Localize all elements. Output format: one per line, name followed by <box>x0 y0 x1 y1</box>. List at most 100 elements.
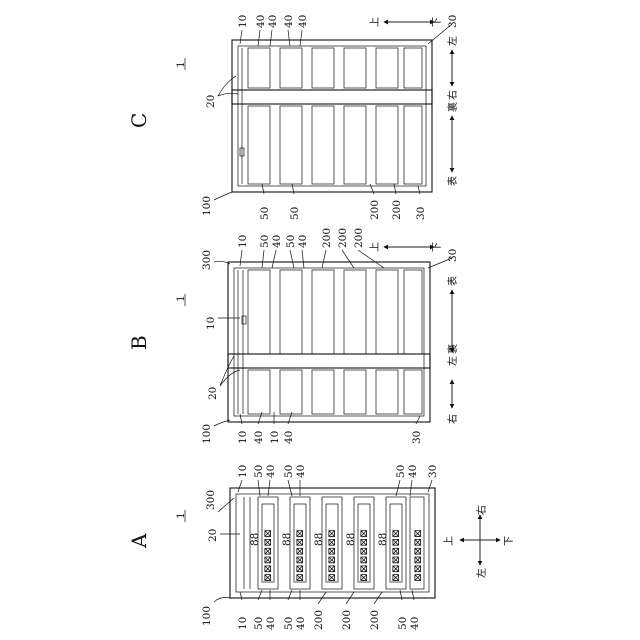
svg-text:⊠⊠⊠⊠⊠⊠: ⊠⊠⊠⊠⊠⊠ <box>294 529 306 582</box>
svg-text:30: 30 <box>415 207 427 220</box>
svg-text:⊠⊠⊠⊠⊠⊠: ⊠⊠⊠⊠⊠⊠ <box>326 529 338 582</box>
view-b-label-20: 20 <box>207 387 219 400</box>
view-b-dir-left: 左 <box>446 356 459 366</box>
view-a-label-300: 300 <box>205 490 217 510</box>
view-b-dir-up: 上 <box>369 242 381 252</box>
svg-text:40: 40 <box>255 15 267 28</box>
svg-text:200: 200 <box>337 228 349 248</box>
svg-text:40: 40 <box>297 15 309 28</box>
svg-text:50: 50 <box>253 617 265 630</box>
svg-text:40: 40 <box>265 617 277 630</box>
svg-text:⊠⊠⊠⊠⊠⊠: ⊠⊠⊠⊠⊠⊠ <box>412 529 424 582</box>
view-b-frame <box>228 262 430 422</box>
svg-text:200: 200 <box>369 200 381 220</box>
view-c-letter: C <box>127 113 151 128</box>
svg-text:40: 40 <box>253 431 265 444</box>
svg-text:⊠⊠⊠⊠⊠⊠: ⊠⊠⊠⊠⊠⊠ <box>390 529 402 582</box>
view-c-dir-back: 裏 <box>446 102 459 112</box>
svg-text:88: 88 <box>377 533 389 546</box>
svg-text:40: 40 <box>297 235 309 248</box>
svg-text:50: 50 <box>283 465 295 478</box>
svg-text:40: 40 <box>295 465 307 478</box>
svg-text:⊠⊠⊠⊠⊠⊠: ⊠⊠⊠⊠⊠⊠ <box>358 529 370 582</box>
view-a-dir-down: 下 <box>504 536 515 546</box>
svg-text:88: 88 <box>249 533 261 546</box>
view-c-top-labels: 10 40 40 40 40 30 <box>237 15 459 28</box>
svg-text:30: 30 <box>427 465 439 478</box>
svg-text:30: 30 <box>411 431 423 444</box>
view-a-letter: A <box>127 533 151 549</box>
svg-text:200: 200 <box>321 228 333 248</box>
view-b-top-leaders <box>214 250 452 268</box>
view-b-slots <box>238 270 422 414</box>
view-c-label-20: 20 <box>205 95 217 108</box>
svg-text:30: 30 <box>447 249 459 262</box>
svg-text:40: 40 <box>283 15 295 28</box>
view-b-label-10: 10 <box>205 317 217 330</box>
view-c-center-beam <box>232 90 432 104</box>
view-a-label-20: 20 <box>207 529 219 542</box>
svg-text:40: 40 <box>265 465 277 478</box>
view-c-bottom-labels: 100 50 50 200 200 30 <box>201 196 427 220</box>
svg-text:40: 40 <box>409 617 421 630</box>
svg-text:100: 100 <box>201 606 213 626</box>
svg-text:40: 40 <box>267 15 279 28</box>
view-b-direction-arrows: 上 下 表 左 裏 右 <box>369 242 459 424</box>
view-c-frame <box>232 40 432 192</box>
view-c-slots <box>240 48 422 184</box>
view-b-top-labels: 300 10 50 40 50 40 200 200 200 30 <box>201 228 459 270</box>
svg-text:⊠⊠⊠⊠⊠⊠: ⊠⊠⊠⊠⊠⊠ <box>262 529 274 582</box>
view-b-dir-front: 表 <box>446 276 459 286</box>
view-a-direction-cross: 上 下 左 右 <box>443 505 515 578</box>
view-b-dir-right: 右 <box>446 414 459 424</box>
view-a-bottom-labels: 100 10 50 40 50 40 200 200 200 50 40 <box>201 606 421 630</box>
view-c-dir-right: 右 <box>446 90 459 100</box>
svg-text:50: 50 <box>285 235 297 248</box>
svg-text:50: 50 <box>395 465 407 478</box>
view-a-dir-right: 右 <box>475 505 488 515</box>
svg-text:10: 10 <box>237 15 249 28</box>
svg-text:10: 10 <box>269 431 281 444</box>
svg-text:88: 88 <box>313 533 325 546</box>
view-c-dir-up: 上 <box>369 17 381 27</box>
svg-text:50: 50 <box>259 207 271 220</box>
svg-text:40: 40 <box>295 617 307 630</box>
view-b: B 1 300 10 50 40 50 <box>127 228 459 444</box>
svg-text:50: 50 <box>289 207 301 220</box>
svg-text:200: 200 <box>369 610 381 630</box>
svg-text:50: 50 <box>397 617 409 630</box>
svg-text:88: 88 <box>281 533 293 546</box>
view-c-dir-down: 下 <box>432 17 443 27</box>
svg-text:40: 40 <box>407 465 419 478</box>
view-c-direction-arrows: 上 下 左 右 裏 表 <box>369 17 459 186</box>
svg-text:200: 200 <box>353 228 365 248</box>
svg-text:10: 10 <box>237 617 249 630</box>
svg-text:40: 40 <box>283 431 295 444</box>
svg-text:300: 300 <box>201 250 213 270</box>
svg-text:100: 100 <box>201 196 213 216</box>
view-c-dir-left: 左 <box>446 36 459 46</box>
view-a-dir-left: 左 <box>475 568 488 578</box>
view-b-bottom-labels: 100 10 40 10 40 30 <box>201 424 423 444</box>
svg-text:200: 200 <box>313 610 325 630</box>
view-a-top-labels: 10 50 40 50 40 50 40 30 <box>237 465 439 478</box>
view-c: C 1 10 40 40 40 40 30 <box>127 15 459 220</box>
svg-text:10: 10 <box>237 235 249 248</box>
view-b-dir-down: 下 <box>432 242 443 252</box>
svg-text:50: 50 <box>259 235 271 248</box>
view-c-dir-front: 表 <box>446 176 459 186</box>
svg-text:88: 88 <box>345 533 357 546</box>
svg-text:200: 200 <box>391 200 403 220</box>
svg-text:50: 50 <box>283 617 295 630</box>
svg-text:30: 30 <box>447 15 459 28</box>
view-b-letter: B <box>127 335 151 350</box>
svg-text:100: 100 <box>201 424 213 444</box>
view-a: A 1 ⊠⊠⊠⊠⊠⊠ ⊠⊠⊠⊠⊠⊠ ⊠⊠⊠⊠⊠⊠ ⊠⊠⊠⊠⊠⊠ <box>127 465 515 630</box>
svg-text:40: 40 <box>271 235 283 248</box>
view-b-center-beam <box>228 354 430 368</box>
view-a-dir-up: 上 <box>443 536 455 546</box>
view-b-dir-back: 裏 <box>446 344 459 354</box>
svg-text:10: 10 <box>237 431 249 444</box>
svg-text:50: 50 <box>253 465 265 478</box>
